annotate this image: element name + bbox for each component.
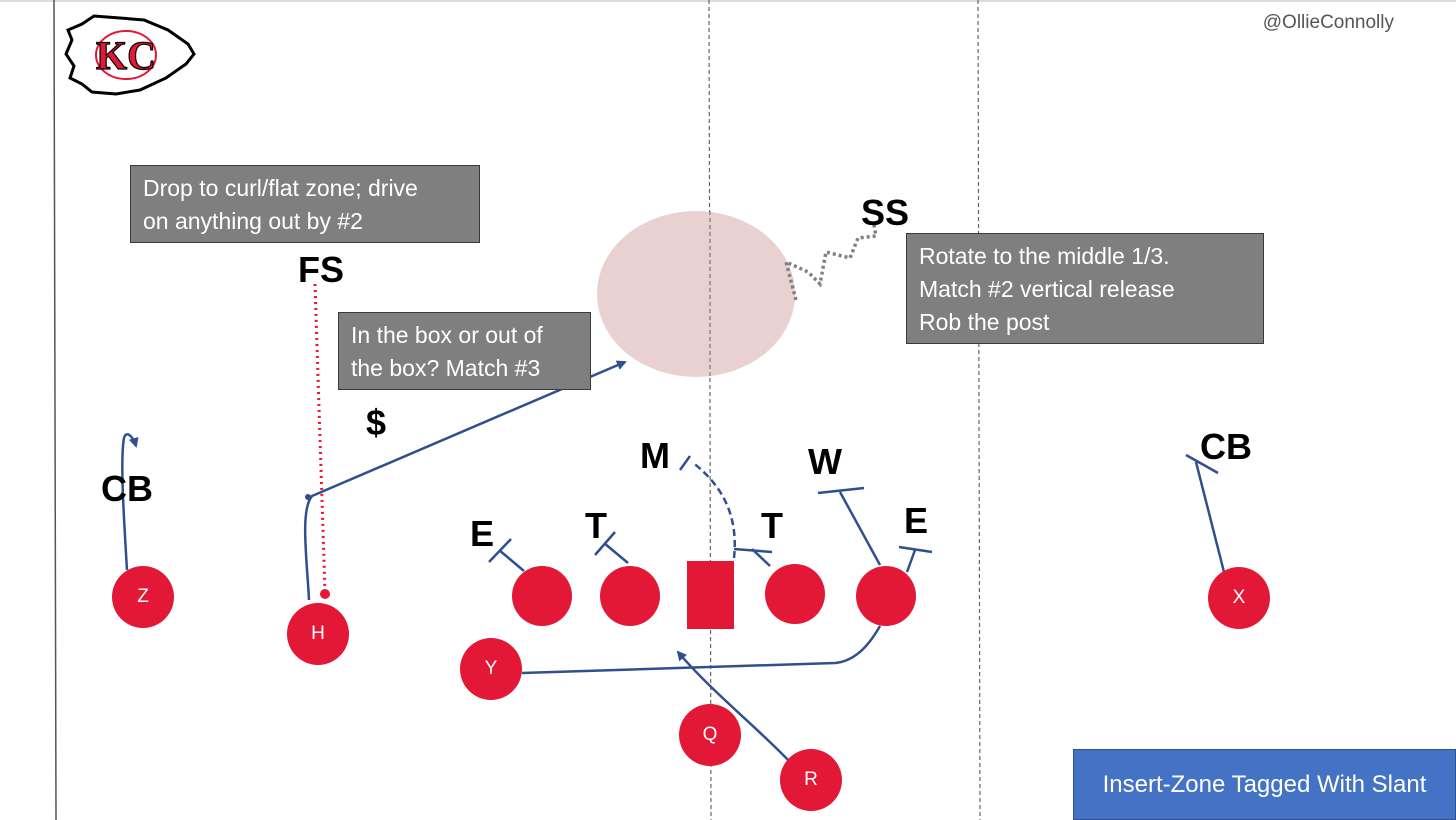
defender-will: W xyxy=(808,441,842,482)
hash-line-center xyxy=(708,0,712,820)
player-h-label: H xyxy=(311,623,325,644)
safety-note-line-1: Rotate to the middle 1/3. xyxy=(919,243,1170,269)
safety-note-line-2: Match #2 vertical release xyxy=(919,276,1175,302)
z-route xyxy=(121,433,139,571)
defender-end-right: E xyxy=(904,500,929,541)
x-route xyxy=(1194,461,1226,573)
author-credit: @OllieConnolly xyxy=(1262,12,1394,33)
fs-drop-end-dot xyxy=(320,589,330,599)
overhang-note-line-2: on anything out by #2 xyxy=(143,208,363,234)
defender-mike: M xyxy=(640,435,670,476)
defender-ss: SS xyxy=(861,192,910,233)
lt-block xyxy=(498,549,525,572)
sideline-left xyxy=(53,0,57,820)
h-route-break-dot xyxy=(305,494,311,500)
fs-drop-path xyxy=(313,283,327,593)
lt-block-cap xyxy=(488,538,512,563)
player-r-label: R xyxy=(804,769,818,790)
offensive-lineman-lt xyxy=(512,566,572,626)
player-h-marker xyxy=(287,603,349,665)
player-r-marker xyxy=(780,749,842,811)
mike-block-cap xyxy=(678,455,692,471)
safety-rotation-note: Rotate to the middle 1/3. Match #2 verti… xyxy=(906,233,1264,344)
player-x-label: X xyxy=(1232,587,1246,608)
defender-tackle-left: T xyxy=(585,505,607,546)
play-title-box: Insert-Zone Tagged With Slant xyxy=(1073,749,1456,820)
box-note-line-1: In the box or out of xyxy=(351,322,543,348)
center-to-mike-route xyxy=(691,461,736,559)
defender-fs: FS xyxy=(298,249,345,290)
rt-block-will xyxy=(838,491,882,566)
lg-block xyxy=(603,542,629,564)
will-block-cap xyxy=(817,486,865,495)
rt-block-end xyxy=(905,549,917,573)
x-route-block xyxy=(1185,453,1219,475)
box-note: In the box or out of the box? Match #3 xyxy=(338,312,591,390)
hash-line-right xyxy=(977,0,981,820)
box-note-line-2: the box? Match #3 xyxy=(351,355,541,381)
defender-cb-right: CB xyxy=(1200,426,1252,467)
safety-note-line-3: Rob the post xyxy=(919,309,1050,335)
defender-tackle-right: T xyxy=(761,505,783,546)
lg-block-cap xyxy=(594,531,616,556)
ss-rotation-path xyxy=(783,224,879,301)
player-x-marker xyxy=(1208,567,1270,629)
defender-cb-left: CB xyxy=(101,468,153,509)
middle-zone-ellipse xyxy=(597,211,795,377)
player-q-marker xyxy=(679,704,741,766)
player-y-label: Y xyxy=(484,658,498,679)
h-route xyxy=(303,360,627,601)
player-z-marker xyxy=(112,566,174,628)
chiefs-arrowhead-logo: KC xyxy=(64,14,196,96)
end-block-cap xyxy=(898,545,933,554)
overhang-note-line-1: Drop to curl/flat zone; drive xyxy=(143,175,418,201)
offensive-lineman-rg xyxy=(765,564,825,624)
defender-dollar: $ xyxy=(366,402,387,443)
logo-letters: KC xyxy=(96,33,156,78)
center-square xyxy=(687,561,734,629)
defender-end-left: E xyxy=(470,513,495,554)
overhang-note: Drop to curl/flat zone; drive on anythin… xyxy=(130,165,480,243)
offensive-lineman-lg xyxy=(600,566,660,626)
r-route xyxy=(676,650,791,763)
rg-block-cap xyxy=(733,547,773,554)
player-y-marker xyxy=(460,638,522,700)
player-z-label: Z xyxy=(137,586,149,607)
offensive-lineman-rt xyxy=(856,566,916,626)
y-motion-route xyxy=(521,625,882,675)
player-q-label: Q xyxy=(702,724,718,745)
